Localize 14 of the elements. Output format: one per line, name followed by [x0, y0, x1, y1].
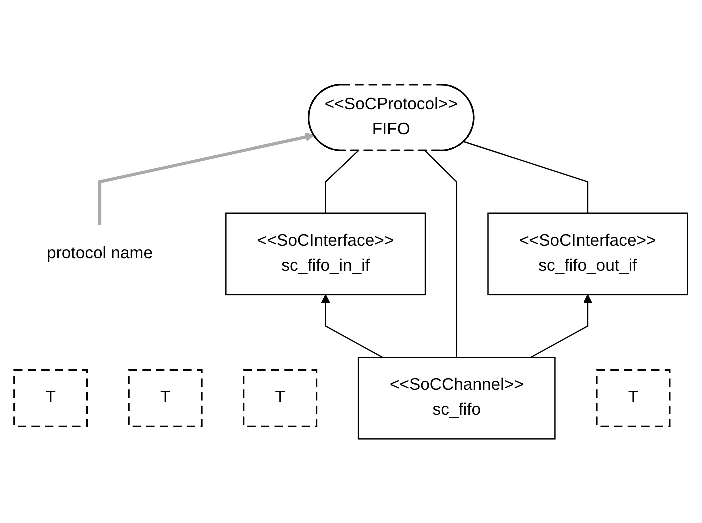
connector	[425, 150, 458, 358]
connector	[464, 140, 589, 213]
node-box: <<SoCInterface>> sc_fifo_in_if	[226, 212, 426, 296]
node-box: T	[128, 368, 203, 427]
node-box: T	[14, 368, 88, 427]
node-box: T	[243, 368, 318, 427]
connector	[325, 150, 359, 213]
node-text: protocol name	[47, 244, 153, 262]
node-box: <<SoCChannel>> sc_fifo	[358, 356, 556, 440]
arrow	[321, 294, 384, 358]
arrow	[530, 294, 593, 358]
arrow	[98, 132, 315, 226]
node-box: T	[596, 368, 671, 427]
node-box: <<SoCInterface>> sc_fifo_out_if	[488, 212, 688, 296]
